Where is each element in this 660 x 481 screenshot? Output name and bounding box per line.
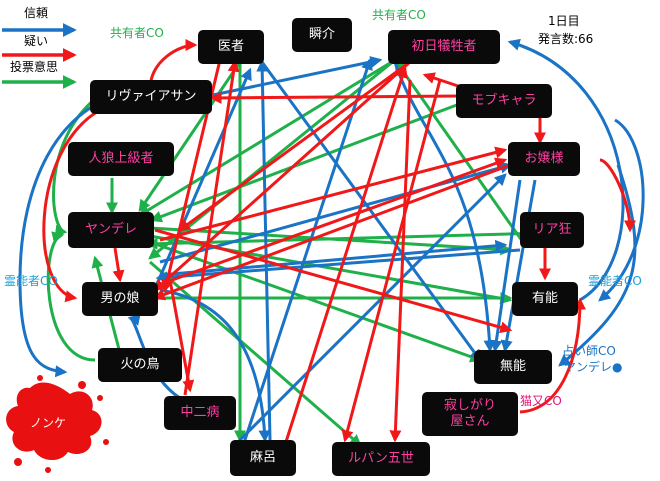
annotation-uranai: 占い師CO	[562, 344, 616, 358]
node-maro: 麻呂	[230, 440, 296, 476]
annotation-nekomata: 猫又CO	[520, 394, 562, 408]
node-mobu: モブキャラ	[456, 84, 552, 118]
node-riajuu: リア狂	[520, 212, 584, 248]
annotation-reinou-right: 霊能者CO	[588, 274, 642, 288]
node-lupin: ルパン五世	[332, 442, 430, 476]
node-jinro: 人狼上級者	[68, 142, 174, 176]
blood-splatter-icon	[6, 375, 109, 473]
node-munou: 無能	[474, 350, 552, 384]
node-chuunibyou: 中二病	[164, 396, 236, 430]
node-otokonoko: 男の娘	[82, 282, 158, 316]
node-sabishigari-line1: 寂しがり	[443, 398, 496, 414]
annotation-kyouyuu-left: 共有者CO	[110, 26, 164, 40]
legend-doubt-label: 疑い	[24, 34, 49, 48]
statement-count: 発言数:66	[538, 32, 594, 46]
annotation-uranai-target: ヤンデレ●	[564, 360, 623, 374]
node-yandere: ヤンデレ	[68, 212, 154, 248]
node-hinotori: 火の鳥	[98, 348, 182, 382]
blood-label: ノンケ	[30, 416, 67, 430]
legend-arrows	[2, 23, 77, 89]
node-ojousama: お嬢様	[508, 142, 580, 176]
day-label: 1日目	[548, 14, 580, 28]
doubt-arrows	[42, 39, 636, 446]
node-shunsuke: 瞬介	[292, 18, 352, 52]
annotation-kyouyuu-right: 共有者CO	[372, 8, 426, 22]
node-yuunou: 有能	[512, 282, 578, 316]
node-isha: 医者	[198, 30, 264, 64]
annotation-reinou-left: 霊能者CO	[4, 274, 58, 288]
node-revaia: リヴァイアサン	[90, 80, 212, 114]
legend-vote-label: 投票意思	[10, 60, 59, 74]
node-sabishigari-line2: 屋さん	[450, 414, 490, 429]
node-sabishigari: 寂しがり 屋さん	[422, 392, 518, 436]
legend-trust-label: 信頼	[24, 6, 49, 20]
node-shonichi: 初日犠牲者	[388, 30, 500, 64]
